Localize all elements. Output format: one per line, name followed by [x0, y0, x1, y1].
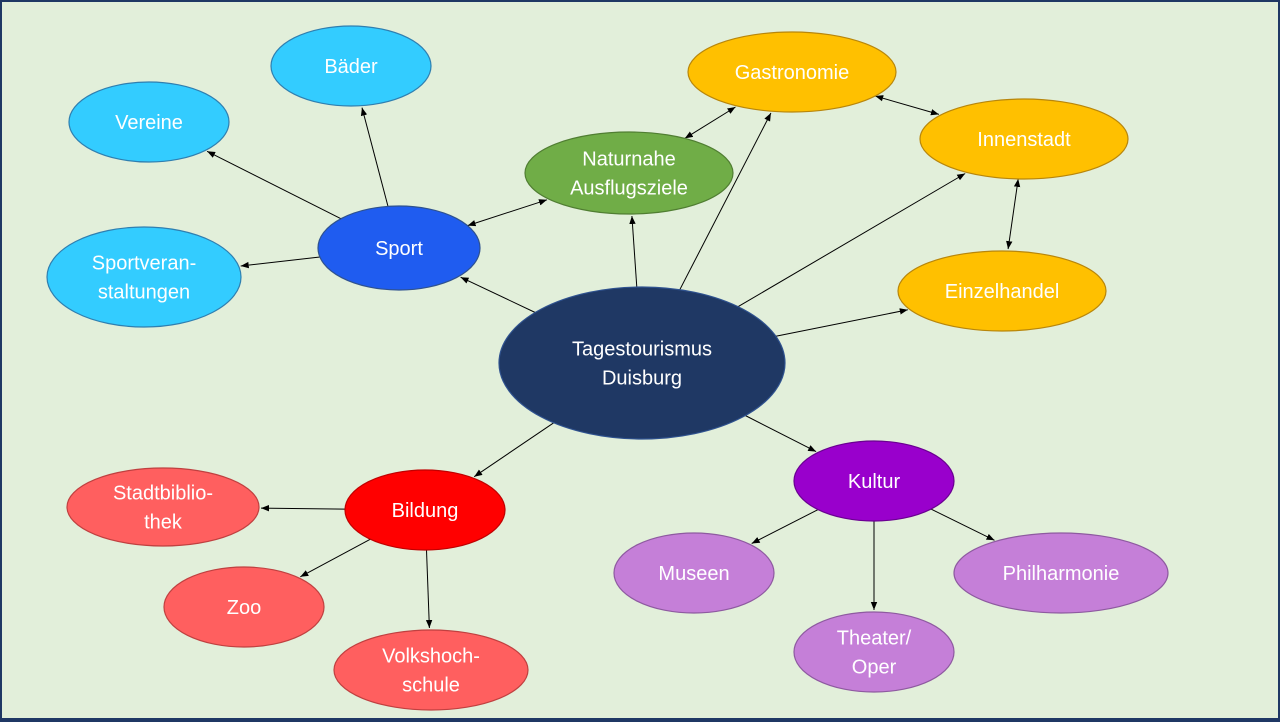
node-label-center-line-1: Tagestourismus	[572, 339, 712, 361]
edge-kultur-to-philharmonie	[930, 508, 995, 541]
node-volkshochschule: Volkshoch-schule	[333, 629, 529, 711]
node-ellipse-vereine	[68, 81, 230, 163]
edge-sport-to-vereine	[206, 150, 342, 220]
node-museen: Museen	[613, 532, 775, 614]
node-ellipse-kultur	[793, 440, 955, 522]
edge-sport-to-naturnahe	[467, 199, 548, 227]
node-label-naturnahe-line-2: Ausflugsziele	[570, 178, 688, 200]
node-label-bildung: Bildung	[392, 500, 459, 522]
node-ellipse-baeder	[270, 25, 432, 107]
edge-bildung-to-stadtbibliothek	[260, 504, 346, 512]
edge-center-to-naturnahe	[629, 215, 638, 288]
node-label-sportveranstaltungen-line-1: Sportveran-	[92, 253, 197, 275]
node-ellipse-museen	[613, 532, 775, 614]
node-stadtbibliothek: Stadtbiblio-thek	[66, 467, 260, 547]
node-label-center-line-2: Duisburg	[602, 368, 682, 390]
node-label-theater-line-2: Oper	[852, 657, 897, 679]
node-ellipse-bildung	[344, 469, 506, 551]
node-ellipse-volkshochschule	[333, 629, 529, 711]
node-vereine: Vereine	[68, 81, 230, 163]
node-label-kultur: Kultur	[848, 471, 901, 493]
node-ellipse-stadtbibliothek	[66, 467, 260, 547]
node-sport: Sport	[317, 205, 481, 291]
node-ellipse-center	[498, 286, 786, 440]
node-label-museen: Museen	[658, 563, 729, 585]
edge-bildung-to-zoo	[300, 538, 371, 578]
node-label-philharmonie: Philharmonie	[1003, 563, 1120, 585]
node-label-zoo: Zoo	[227, 597, 261, 619]
edge-gastronomie-to-innenstadt	[875, 95, 940, 116]
node-philharmonie: Philharmonie	[953, 532, 1169, 614]
edges-layer	[206, 95, 1021, 629]
node-label-baeder: Bäder	[324, 56, 378, 78]
node-innenstadt: Innenstadt	[919, 98, 1129, 180]
node-zoo: Zoo	[163, 566, 325, 648]
node-label-stadtbibliothek-line-1: Stadtbiblio-	[113, 483, 213, 505]
node-label-innenstadt: Innenstadt	[977, 129, 1071, 151]
edge-sport-to-sportveranstaltungen	[240, 256, 320, 269]
edge-sport-to-baeder	[360, 107, 389, 207]
node-kultur: Kultur	[793, 440, 955, 522]
edge-bildung-to-volkshochschule	[425, 549, 433, 629]
edge-center-to-sport	[460, 276, 536, 313]
node-ellipse-sportveranstaltungen	[46, 226, 242, 328]
node-label-volkshochschule-line-2: schule	[402, 675, 460, 697]
node-label-sport: Sport	[375, 238, 423, 260]
node-label-sportveranstaltungen-line-2: staltungen	[98, 282, 190, 304]
node-einzelhandel: Einzelhandel	[897, 250, 1107, 332]
node-ellipse-gastronomie	[687, 31, 897, 113]
node-label-gastronomie: Gastronomie	[735, 62, 850, 84]
edge-center-to-einzelhandel	[775, 308, 908, 337]
node-ellipse-theater	[793, 611, 955, 693]
node-label-volkshochschule-line-1: Volkshoch-	[382, 646, 480, 668]
node-label-vereine: Vereine	[115, 112, 183, 134]
node-bildung: Bildung	[344, 469, 506, 551]
edge-center-to-kultur	[745, 415, 817, 453]
edge-innenstadt-to-einzelhandel	[1006, 178, 1021, 250]
node-label-stadtbibliothek-line-2: thek	[144, 512, 183, 534]
edge-center-to-gastronomie	[679, 112, 772, 290]
node-theater: Theater/Oper	[793, 611, 955, 693]
node-ellipse-sport	[317, 205, 481, 291]
edge-center-to-innenstadt	[737, 173, 966, 308]
node-ellipse-innenstadt	[919, 98, 1129, 180]
node-ellipse-zoo	[163, 566, 325, 648]
node-gastronomie: Gastronomie	[687, 31, 897, 113]
node-label-einzelhandel: Einzelhandel	[945, 281, 1060, 303]
node-ellipse-einzelhandel	[897, 250, 1107, 332]
node-ellipse-naturnahe	[524, 131, 734, 215]
node-label-theater-line-1: Theater/	[837, 628, 912, 650]
node-baeder: Bäder	[270, 25, 432, 107]
node-ellipse-philharmonie	[953, 532, 1169, 614]
edge-naturnahe-to-gastronomie	[684, 106, 736, 139]
node-label-naturnahe-line-1: Naturnahe	[582, 149, 675, 171]
edge-kultur-to-museen	[751, 509, 819, 544]
node-sportveranstaltungen: Sportveran-staltungen	[46, 226, 242, 328]
edge-center-to-bildung	[473, 422, 554, 478]
